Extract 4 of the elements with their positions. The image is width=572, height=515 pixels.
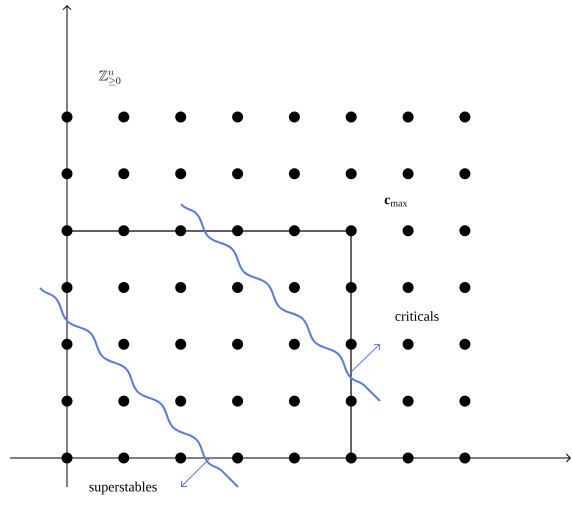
text-label: criticals <box>395 311 439 321</box>
math-label: $\mathbb{Z}^n_{\geq 0}$ <box>99 70 120 86</box>
text-label: superstables <box>89 482 157 494</box>
math-label: $\mathbf{c}_{\max}$ <box>384 198 408 206</box>
